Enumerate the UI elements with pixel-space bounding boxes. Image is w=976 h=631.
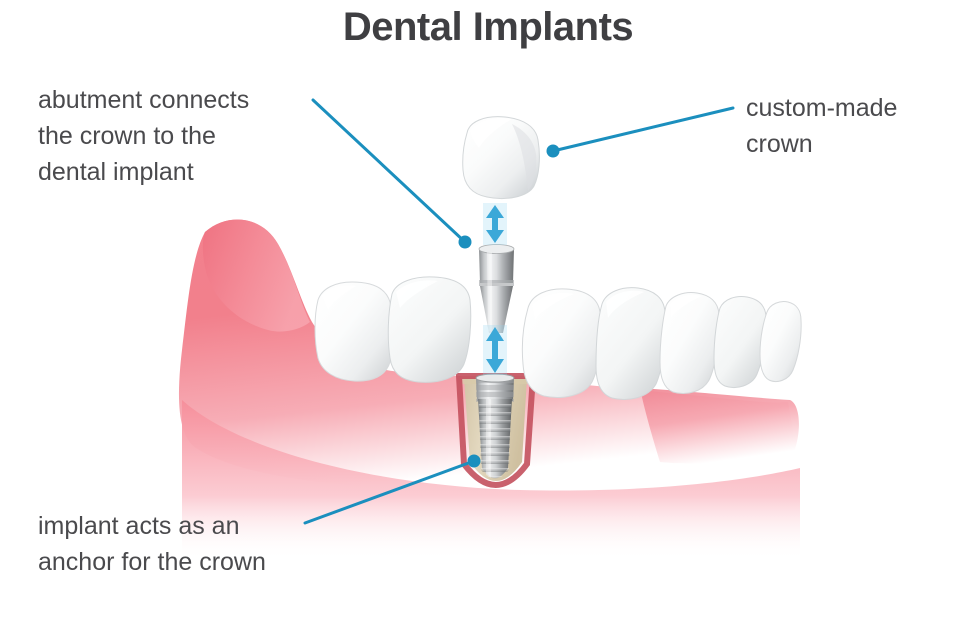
abutment [478, 244, 515, 333]
arrow-crown-to-abutment [483, 203, 507, 245]
leader-dot-crown [546, 144, 560, 158]
arrow-abutment-to-implant [483, 325, 507, 375]
leader-line-anchor [303, 454, 481, 525]
annotation-label-anchor: implant acts as an anchor for the crown [38, 512, 266, 576]
leader-line-abutment [311, 98, 472, 249]
annotation-label-crown: custom-made crown [746, 94, 898, 158]
assembly-arrows [483, 203, 507, 375]
leader-line-crown [546, 106, 735, 158]
gum-tissue [178, 219, 800, 560]
natural-teeth [314, 276, 802, 400]
implant-screw [475, 373, 515, 479]
leader-dot-abutment [458, 235, 472, 249]
leader-dot-anchor [467, 454, 481, 468]
custom-made-crown [462, 116, 540, 200]
leader-lines [303, 98, 735, 525]
page-title: Dental Implants [342, 5, 634, 49]
annotation-label-abutment: abutment connects the crown to the denta… [38, 86, 250, 186]
